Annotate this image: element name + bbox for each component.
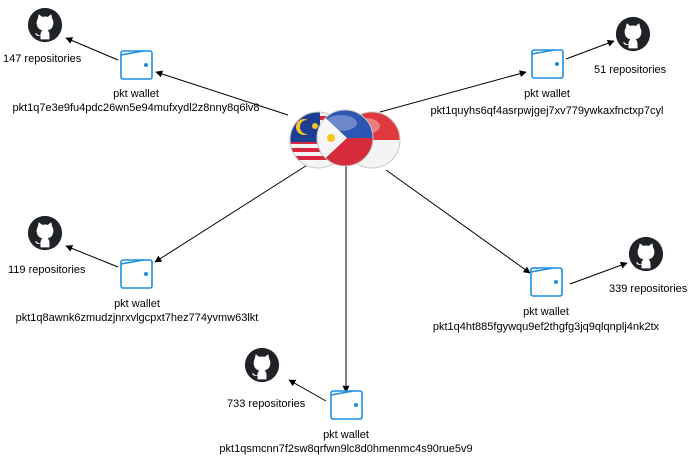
wallet-label: pkt wallet: [523, 306, 569, 318]
edge-center-to-wallet-mid-left: [154, 161, 313, 263]
edge-wallet-bottom-to-github: [288, 379, 327, 402]
github-icon[interactable]: [27, 215, 63, 251]
github-icon[interactable]: [244, 347, 280, 383]
edge-wallet-top-left-to-github: [65, 37, 119, 61]
wallet-address: pkt1q4ht885fgywqu9ef2thgfg3jq9qlqnplj4nk…: [433, 321, 660, 333]
edge-center-to-wallet-top-right: [379, 70, 527, 113]
wallet-address: pkt1qsmcnn7f2sw8qrfwn9lc8d0hmenmc4s90rue…: [219, 443, 472, 455]
edge-center-to-wallet-top-left: [155, 70, 289, 116]
wallet-node-mid-right: 339 repositories pkt wallet pkt1q4ht885f…: [433, 236, 688, 333]
repo-count-label: 119 repositories: [8, 264, 86, 276]
edges: [65, 37, 628, 402]
wallet-address: pkt1q7e3e9fu4pdc26wn5e94mufxydl2z8nny8q6…: [12, 102, 259, 114]
edge-wallet-mid-left-to-github: [65, 245, 119, 268]
wallet-icon[interactable]: [120, 50, 153, 80]
repo-count-label: 339 repositories: [609, 283, 688, 295]
philippines-flag-icon: [316, 109, 374, 167]
wallet-icon[interactable]: [120, 259, 153, 289]
edge-wallet-mid-right-to-github: [569, 261, 628, 285]
github-icon[interactable]: [628, 236, 664, 272]
github-icon[interactable]: [615, 16, 651, 52]
wallet-label: pkt wallet: [114, 298, 160, 310]
wallet-label: pkt wallet: [323, 429, 369, 441]
wallet-label: pkt wallet: [524, 88, 570, 100]
edge-wallet-top-right-to-github: [565, 39, 615, 60]
wallet-node-mid-left: 119 repositories pkt wallet pkt1q8awnk6z…: [8, 215, 259, 324]
repo-count-label: 51 repositories: [594, 64, 667, 76]
repo-count-label: 147 repositories: [3, 53, 82, 65]
edge-center-to-wallet-mid-right: [385, 169, 531, 274]
wallet-icon[interactable]: [531, 49, 564, 79]
wallet-address: pkt1quyhs6qf4asrpwjgej7xv779ywkaxfnctxp7…: [431, 105, 664, 117]
wallet-label: pkt wallet: [113, 88, 159, 100]
repo-count-label: 733 repositories: [227, 398, 306, 410]
github-icon[interactable]: [27, 7, 63, 43]
wallet-node-bottom: 733 repositories pkt wallet pkt1qsmcnn7f…: [219, 347, 473, 455]
wallet-node-top-right: 51 repositories pkt wallet pkt1quyhs6qf4…: [431, 16, 667, 117]
wallet-icon[interactable]: [330, 390, 363, 420]
wallet-node-top-left: 147 repositories pkt wallet pkt1q7e3e9fu…: [3, 7, 260, 114]
wallet-address: pkt1q8awnk6zmudzjnrxvlgcpxt7hez774yvmw63…: [16, 312, 259, 324]
country-flags-cluster-icon: [289, 109, 401, 169]
wallet-icon[interactable]: [530, 267, 563, 297]
